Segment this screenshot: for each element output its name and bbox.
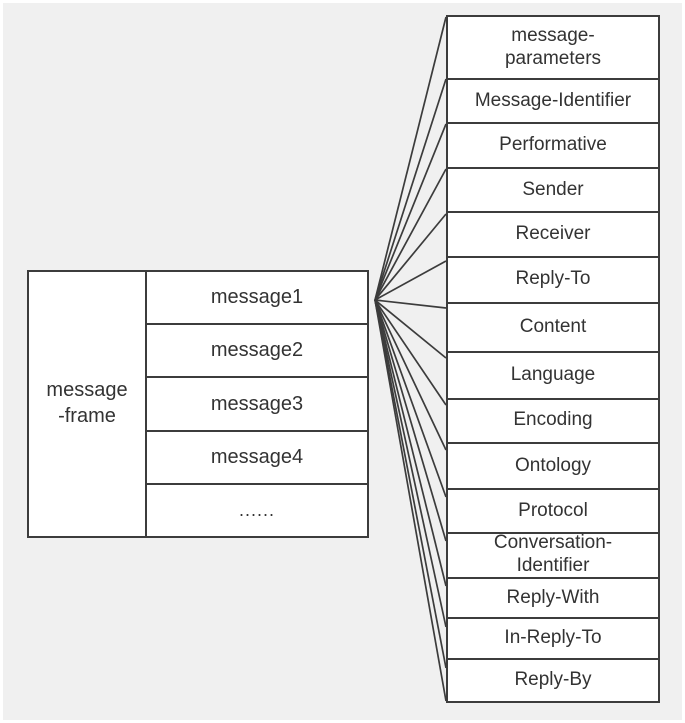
param-row-protocol[interactable]: Protocol bbox=[448, 490, 658, 534]
connector-line bbox=[374, 16, 447, 301]
param-row-reply-with[interactable]: Reply-With bbox=[448, 579, 658, 620]
connector-line bbox=[374, 299, 447, 498]
connector-line bbox=[374, 78, 447, 301]
connector-line bbox=[374, 299, 447, 309]
connector-line bbox=[374, 213, 447, 301]
param-row-receiver[interactable]: Receiver bbox=[448, 213, 658, 258]
message-parameters-table: message- parameters Message-Identifier P… bbox=[446, 15, 660, 703]
param-row-sender[interactable]: Sender bbox=[448, 169, 658, 214]
message-list: message1 message2 message3 message4 ....… bbox=[147, 272, 367, 536]
param-row-ontology[interactable]: Ontology bbox=[448, 444, 658, 491]
connector-line bbox=[374, 299, 447, 359]
param-row-language[interactable]: Language bbox=[448, 353, 658, 400]
param-row-encoding[interactable]: Encoding bbox=[448, 400, 658, 444]
connector-line bbox=[374, 299, 447, 669]
message-frame-table: message -frame message1 message2 message… bbox=[27, 270, 369, 538]
param-row-performative[interactable]: Performative bbox=[448, 124, 658, 169]
message-row[interactable]: message4 bbox=[147, 432, 367, 485]
message-frame-label: message -frame bbox=[29, 272, 147, 536]
param-row-reply-by[interactable]: Reply-By bbox=[514, 668, 592, 690]
connector-line bbox=[374, 299, 447, 542]
message-row-ellipsis: ...... bbox=[238, 499, 275, 520]
message-row[interactable]: message1 bbox=[147, 272, 367, 326]
connector-line bbox=[374, 123, 447, 301]
connector-line bbox=[374, 299, 447, 702]
connector-line bbox=[374, 299, 447, 587]
param-row-reply-to[interactable]: Reply-To bbox=[448, 258, 658, 304]
param-row-message-identifier[interactable]: Message-Identifier bbox=[448, 80, 658, 125]
connector-line bbox=[374, 260, 447, 301]
param-row-in-reply-to[interactable]: In-Reply-To bbox=[448, 619, 658, 660]
message-row[interactable]: message3 bbox=[147, 378, 367, 432]
connector-line bbox=[374, 299, 447, 628]
param-row-content[interactable]: Content bbox=[448, 304, 658, 354]
param-row-conversation-identifier[interactable]: Conversation- Identifier bbox=[448, 532, 658, 579]
connector-line bbox=[374, 168, 447, 301]
connector-line bbox=[374, 299, 447, 451]
message-row[interactable]: message2 bbox=[147, 325, 367, 379]
connector-line bbox=[374, 299, 447, 406]
param-row-message-parameters: message- parameters bbox=[448, 17, 658, 81]
